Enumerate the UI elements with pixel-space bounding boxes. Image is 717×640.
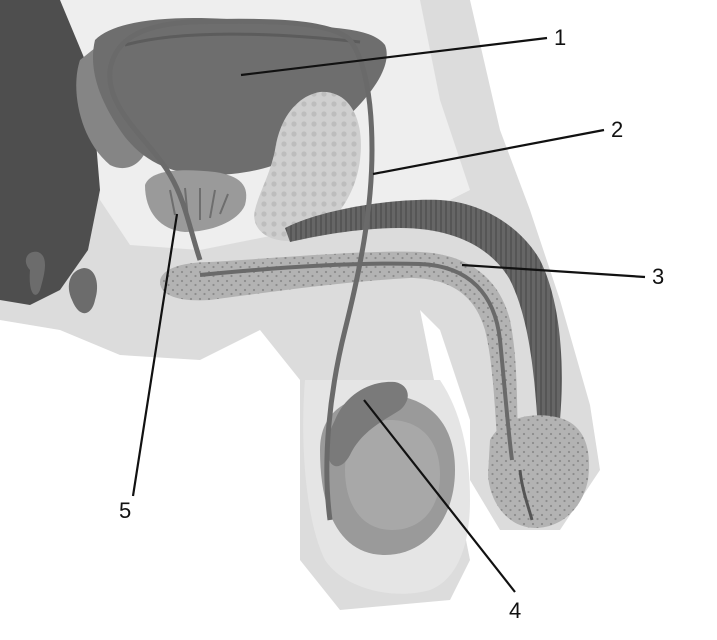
- callout-number-3: 3: [652, 264, 664, 289]
- callout-number-2: 2: [611, 117, 623, 142]
- callout-number-5: 5: [119, 498, 131, 523]
- callout-number-4: 4: [509, 598, 521, 623]
- callout-number-1: 1: [554, 25, 566, 50]
